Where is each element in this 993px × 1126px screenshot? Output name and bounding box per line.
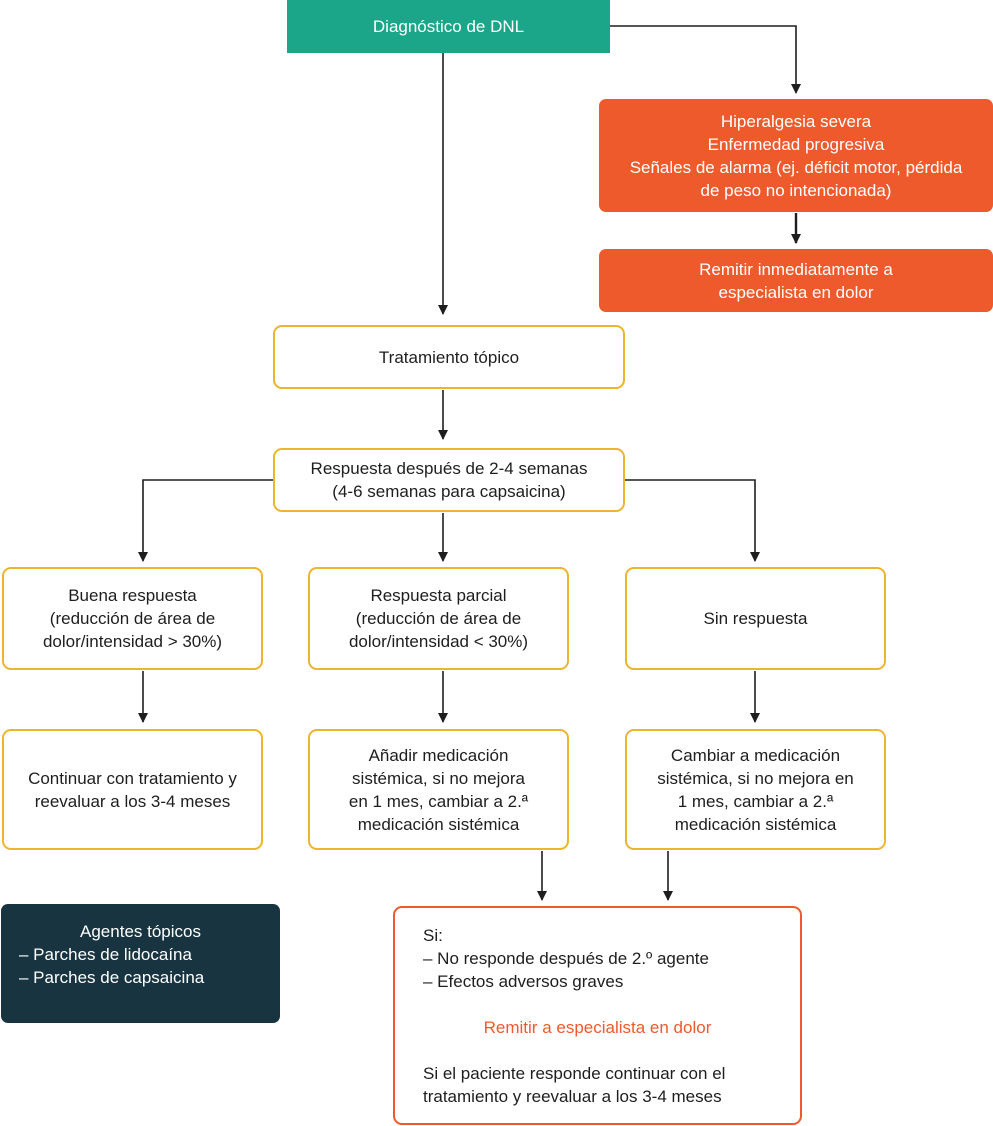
red-flag-line: Hiperalgesia severa (720, 111, 872, 131)
red-flag-line: Enfermedad progresiva (707, 134, 885, 154)
topical-agents-title: Agentes tópicos (80, 922, 201, 941)
partial-response-node: Respuesta parcial (reducción de área de … (308, 567, 569, 670)
final-condition: – No responde después de 2.º agente (423, 949, 709, 968)
good-action-line: Continuar con tratamiento y (28, 768, 237, 788)
partial-response-line: Respuesta parcial (370, 586, 507, 605)
good-response-line: (reducción de área de (49, 609, 216, 628)
no-response-action-node: Cambiar a medicación sistémica, si no me… (625, 729, 886, 850)
refer-immediately-line: Remitir inmediatamente a (699, 259, 893, 279)
arrow-response-to-good (138, 479, 273, 562)
partial-action-line: en 1 mes, cambiar a 2.ª (348, 791, 529, 811)
none-action-line: 1 mes, cambiar a 2.ª (677, 791, 834, 811)
none-action-line: Cambiar a medicación (670, 745, 841, 765)
final-referral-label: Remitir a especialista en dolor (483, 1018, 712, 1037)
final-outro-line: tratamiento y reevaluar a los 3-4 meses (423, 1087, 722, 1106)
arrow-response-to-none (624, 479, 760, 562)
partial-response-line: (reducción de área de (355, 609, 522, 628)
topical-agent-item: – Parches de lidocaína (19, 945, 192, 964)
red-flag-line: de peso no intencionada) (700, 180, 892, 200)
diagnosis-node: Diagnóstico de DNL (287, 0, 610, 53)
arrow-diagnosis-to-red-flags (610, 25, 801, 94)
partial-response-line: dolor/intensidad < 30%) (348, 632, 529, 651)
final-intro: Si: (423, 926, 443, 945)
topical-treatment-node: Tratamiento tópico (273, 325, 625, 389)
refer-immediately-node: Remitir inmediatamente a especialista en… (599, 249, 993, 312)
final-condition: – Efectos adversos graves (423, 972, 624, 991)
partial-action-line: sistémica, si no mejora (352, 768, 525, 788)
final-outro-line: Si el paciente responde continuar con el (423, 1064, 726, 1083)
refer-immediately-line: especialista en dolor (718, 282, 874, 302)
good-action-line: reevaluar a los 3-4 meses (34, 791, 231, 811)
none-action-line: medicación sistémica (674, 814, 837, 834)
final-referral-box: Si: – No responde después de 2.º agente … (393, 906, 802, 1125)
good-response-line: dolor/intensidad > 30%) (42, 632, 223, 651)
topical-treatment-label: Tratamiento tópico (378, 347, 520, 367)
red-flag-line: Señales de alarma (ej. déficit motor, pé… (629, 157, 963, 177)
topical-agent-item: – Parches de capsaicina (19, 968, 205, 987)
topical-agents-list: – Parches de lidocaína – Parches de caps… (1, 943, 280, 989)
partial-action-line: Añadir medicación (368, 745, 509, 765)
response-check-line: (4-6 semanas para capsaicina) (332, 482, 566, 501)
no-response-node: Sin respuesta (625, 567, 886, 670)
none-action-line: sistémica, si no mejora en (657, 768, 854, 788)
good-response-node: Buena respuesta (reducción de área de do… (2, 567, 263, 670)
topical-agents-box: Agentes tópicos – Parches de lidocaína –… (1, 904, 280, 1023)
diagnosis-label: Diagnóstico de DNL (372, 17, 525, 36)
response-check-line: Respuesta después de 2-4 semanas (310, 459, 588, 478)
response-check-node: Respuesta después de 2-4 semanas (4-6 se… (273, 448, 625, 512)
partial-response-action-node: Añadir medicación sistémica, si no mejor… (308, 729, 569, 850)
good-response-line: Buena respuesta (68, 586, 197, 605)
good-response-action-node: Continuar con tratamiento y reevaluar a … (2, 729, 263, 850)
red-flags-node: Hiperalgesia severa Enfermedad progresiv… (599, 99, 993, 212)
no-response-line: Sin respuesta (703, 609, 808, 628)
partial-action-line: medicación sistémica (357, 814, 520, 834)
